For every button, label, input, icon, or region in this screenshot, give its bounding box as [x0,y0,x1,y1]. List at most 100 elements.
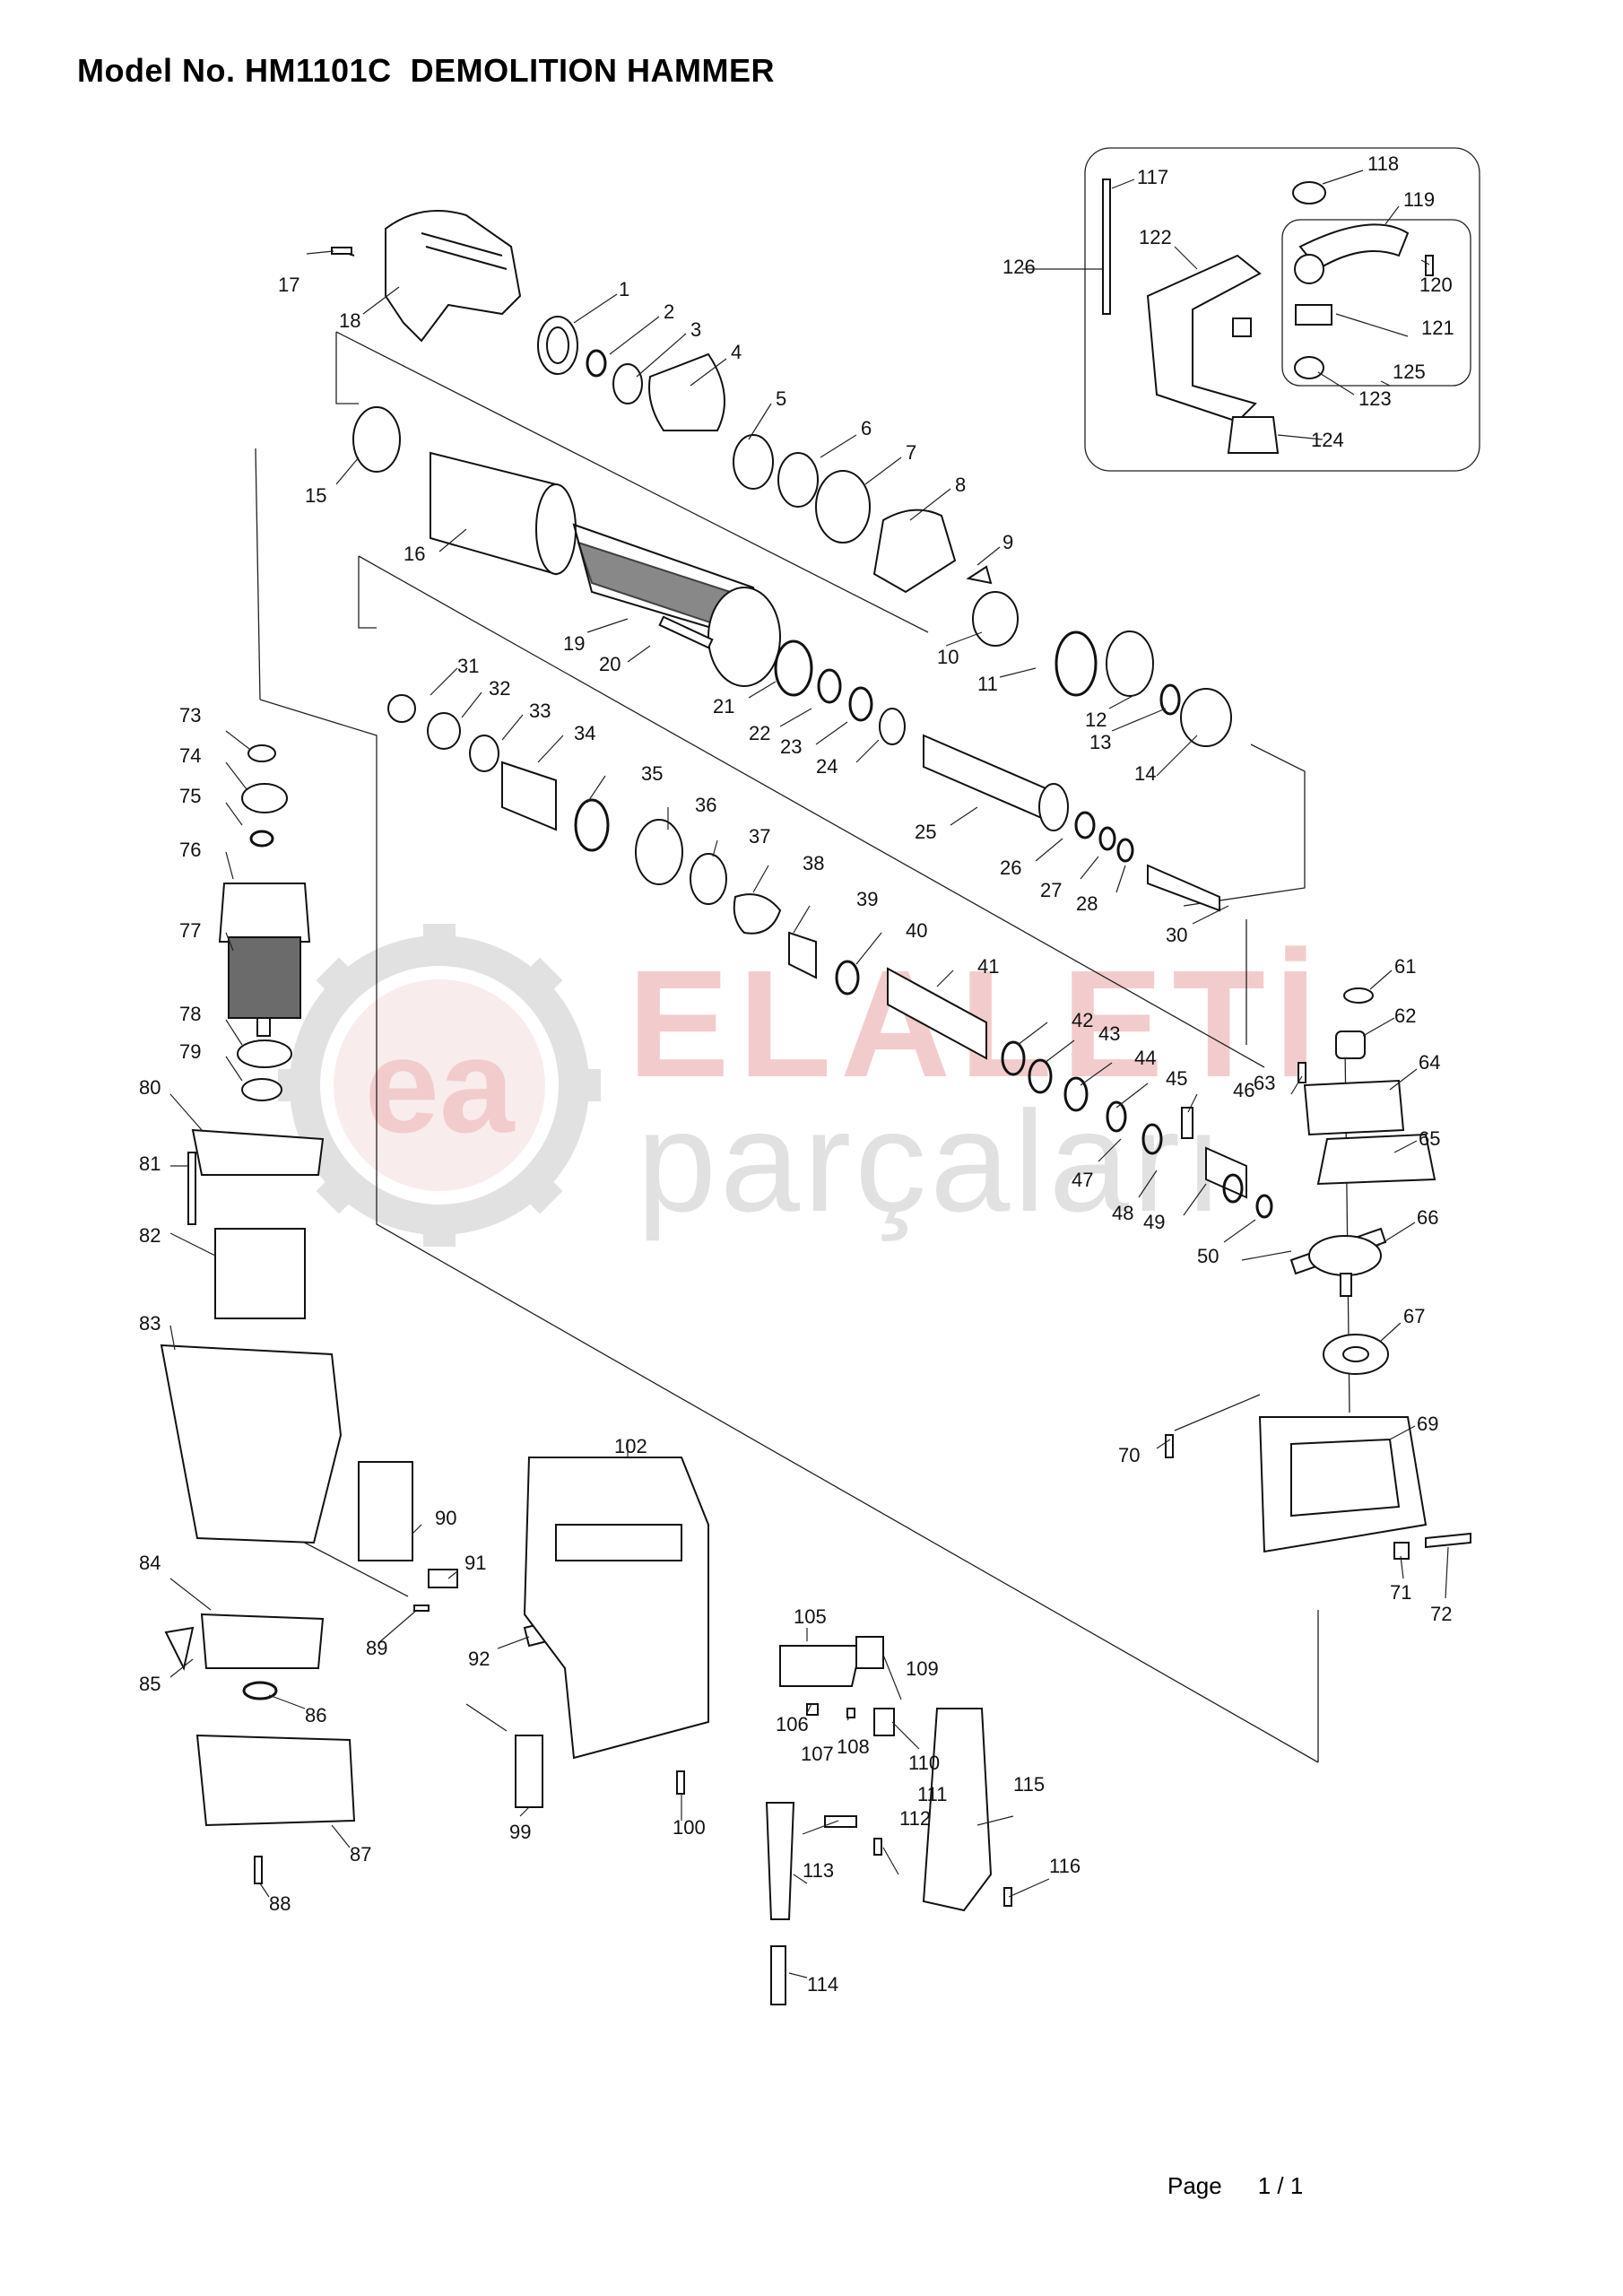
part-number-label: 73 [179,704,201,726]
part-number-label: 117 [1137,166,1168,188]
part-number-label: 8 [955,474,966,496]
part-number-label: 34 [574,722,595,744]
part-number-label: 6 [861,417,872,439]
part-number-label: 46 [1233,1079,1254,1101]
part-number-label: 64 [1419,1051,1440,1074]
part-number-label: 3 [690,318,701,341]
part-number-label: 111 [917,1783,947,1805]
part-number-label: 102 [614,1435,647,1457]
part-number-label: 21 [713,695,734,718]
handle-clamp-frame [1281,219,1471,387]
leader-lines [169,170,1449,1979]
part-number-label: 48 [1112,1202,1133,1224]
part-number-label: 115 [1013,1773,1045,1796]
parts-center-housing [515,1457,1012,2005]
part-number-label: 66 [1417,1206,1438,1229]
part-number-label: 120 [1419,274,1453,296]
part-number-label: 61 [1394,955,1416,978]
part-number-label: 105 [794,1605,827,1628]
part-number-label: 45 [1166,1067,1187,1090]
part-number-label: 82 [139,1224,161,1247]
part-number-label: 4 [731,341,742,363]
part-number-label: 14 [1134,762,1156,785]
part-number-label: 75 [179,785,201,807]
part-number-label: 107 [801,1743,834,1765]
handle-set-frame [1084,147,1480,472]
part-number-label: 123 [1358,387,1392,410]
part-number-label: 69 [1417,1413,1438,1435]
part-number-label: 67 [1403,1305,1425,1327]
part-number-label: 90 [435,1507,456,1529]
part-number-label: 113 [803,1859,834,1882]
part-number-label: 47 [1072,1169,1093,1191]
page-footer: Page 1 / 1 [1167,2172,1339,2200]
part-number-label: 40 [906,919,927,942]
part-number-label: 83 [139,1312,161,1335]
part-number-label: 89 [366,1637,387,1659]
page-label: Page [1167,2172,1222,2199]
watermark-logo: ea [365,1010,516,1161]
part-number-label: 23 [780,735,802,758]
part-number-label: 84 [139,1552,161,1574]
part-number-label: 44 [1134,1047,1156,1069]
parts-handle-set [1102,178,1434,454]
part-number-label: 119 [1403,188,1435,211]
part-number-label: 91 [464,1552,486,1574]
part-number-label: 126 [1002,256,1036,278]
part-number-label: 86 [305,1704,326,1726]
part-number-label: 33 [529,700,551,722]
part-number-label: 112 [899,1807,931,1830]
part-number-label: 43 [1098,1022,1120,1045]
part-number-label: 15 [305,484,326,507]
part-number-label: 108 [837,1735,870,1758]
page-title: Model No. HM1101C DEMOLITION HAMMER [77,52,776,89]
part-number-label: 25 [915,821,936,843]
part-number-label: 92 [468,1648,490,1670]
part-number-label: 24 [816,755,838,778]
part-number-label: 125 [1393,361,1426,383]
part-number-label: 110 [908,1752,940,1774]
part-number-label: 109 [906,1657,939,1680]
part-number-label: 32 [489,677,510,700]
part-number-label: 11 [977,673,998,695]
part-number-label: 39 [856,888,878,910]
part-number-label: 17 [278,274,299,296]
part-number-label: 18 [339,309,360,332]
part-number-label: 87 [350,1843,371,1866]
part-number-label: 10 [937,646,959,668]
part-number-label: 62 [1394,1004,1416,1027]
part-number-label: 85 [139,1673,161,1695]
part-number-label: 1 [619,278,629,300]
part-number-label: 106 [776,1713,809,1735]
parts-top-row [331,210,1232,747]
part-number-label: 76 [179,839,201,861]
part-number-label: 74 [179,744,201,767]
watermark-tagline: parçaları [637,1081,1228,1241]
part-number-label: 81 [139,1152,161,1175]
part-number-label: 42 [1072,1009,1093,1031]
part-number-label: 70 [1118,1444,1140,1466]
part-number-label: 20 [599,653,621,675]
part-number-label: 63 [1254,1072,1275,1094]
part-number-label: 36 [695,794,716,816]
part-number-label: 80 [139,1076,161,1099]
part-number-labels: 1234567891011121314151617181920212223242… [139,152,1454,1996]
part-number-label: 26 [1000,857,1021,879]
part-number-label: 77 [179,919,201,942]
part-number-label: 79 [179,1040,201,1063]
watermark-gear-icon [278,924,601,1247]
part-number-label: 118 [1367,152,1399,175]
part-number-label: 88 [269,1892,291,1915]
page-number: 1 / 1 [1257,2172,1304,2199]
part-number-label: 28 [1076,892,1098,915]
part-number-label: 122 [1139,226,1172,248]
part-number-label: 27 [1040,879,1062,901]
part-number-label: 49 [1143,1211,1165,1233]
part-number-label: 12 [1085,709,1107,731]
part-number-label: 37 [749,825,770,848]
part-number-label: 41 [977,955,999,978]
part-number-label: 9 [1002,531,1013,553]
part-number-label: 19 [563,632,585,655]
part-number-label: 114 [807,1973,838,1996]
part-number-label: 121 [1421,317,1454,339]
